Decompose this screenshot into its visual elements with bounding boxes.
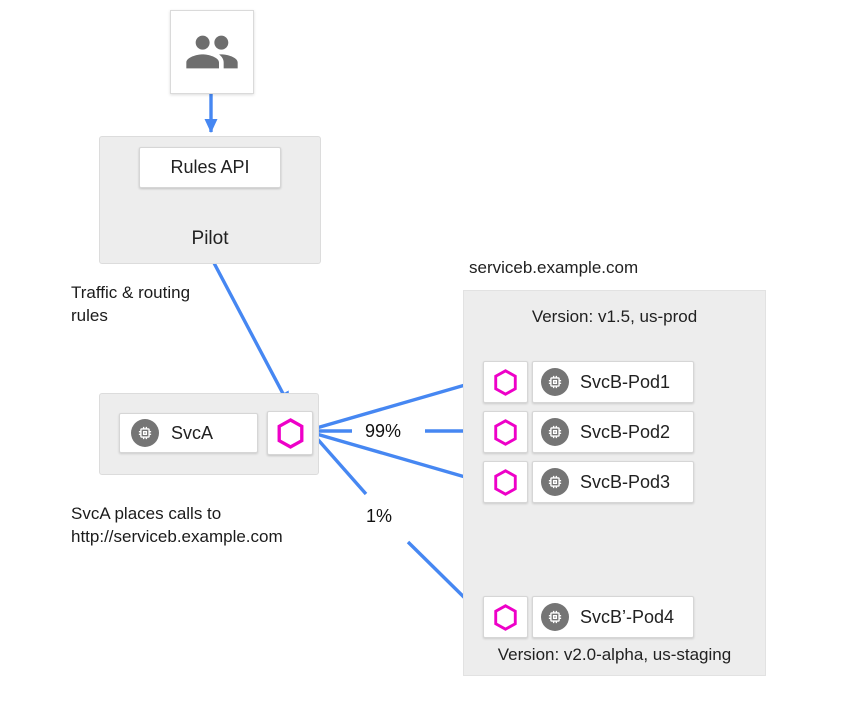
arrow-sidecar-to-pod4-upper [311, 432, 368, 496]
hexagon-sidecar-icon [277, 417, 303, 449]
arrow-pilot-to-sidecar [212, 262, 291, 406]
pod3-label: SvcB-Pod3 [580, 471, 671, 492]
hexagon-sidecar-icon [494, 418, 517, 446]
traffic-rules-note: Traffic & routing rules [71, 281, 190, 327]
traffic-rules-line1: Traffic & routing [71, 283, 191, 302]
pilot-box: Rules API Pilot [99, 136, 321, 264]
people-icon [186, 35, 238, 69]
pod-row-2: SvcB-Pod2 [483, 411, 694, 453]
pod1-label: SvcB-Pod1 [580, 371, 671, 392]
pod-row-1: SvcB-Pod1 [483, 361, 694, 403]
rules-api-box: Rules API [139, 147, 281, 188]
svca-calls-note: SvcA places calls to http://serviceb.exa… [71, 502, 283, 548]
serviceb-panel: Version: v1.5, us-prod SvcB-Pod1 [463, 290, 766, 676]
chip-icon [541, 468, 569, 496]
pod3-box: SvcB-Pod3 [532, 461, 694, 503]
version-top-label: Version: v1.5, us-prod [531, 307, 698, 326]
traffic-rules-line2: rules [71, 306, 108, 325]
svca-label: SvcA [171, 422, 214, 443]
pod2-box: SvcB-Pod2 [532, 411, 694, 453]
pilot-label: Pilot [191, 228, 229, 249]
svca-sidecar-box [267, 411, 313, 455]
hexagon-sidecar-icon [494, 468, 517, 496]
pod2-sidecar-box [483, 411, 528, 453]
pod-row-3: SvcB-Pod3 [483, 461, 694, 503]
svca-group: SvcA [99, 393, 319, 475]
percent-minor-label: 1% [363, 505, 396, 528]
chip-icon [541, 368, 569, 396]
hexagon-sidecar-icon [494, 368, 517, 396]
svca-calls-line2: http://serviceb.example.com [71, 527, 283, 546]
svca-calls-line1: SvcA places calls to [71, 504, 222, 523]
pod4-sidecar-box [483, 596, 528, 638]
svca-box: SvcA [119, 413, 258, 453]
pod1-sidecar-box [483, 361, 528, 403]
pod-row-4: SvcB’-Pod4 [483, 596, 694, 638]
percent-major-label: 99% [362, 420, 405, 443]
users-box [170, 10, 254, 94]
serviceb-domain-title: serviceb.example.com [469, 258, 639, 277]
chip-icon [131, 419, 159, 447]
pod3-sidecar-box [483, 461, 528, 503]
hexagon-sidecar-icon [494, 603, 517, 631]
pod1-box: SvcB-Pod1 [532, 361, 694, 403]
chip-icon [541, 418, 569, 446]
version-bottom-label: Version: v2.0-alpha, us-staging [497, 645, 732, 664]
pod2-label: SvcB-Pod2 [580, 421, 671, 442]
pod4-label: SvcB’-Pod4 [580, 606, 675, 627]
pod4-box: SvcB’-Pod4 [532, 596, 694, 638]
chip-icon [541, 603, 569, 631]
